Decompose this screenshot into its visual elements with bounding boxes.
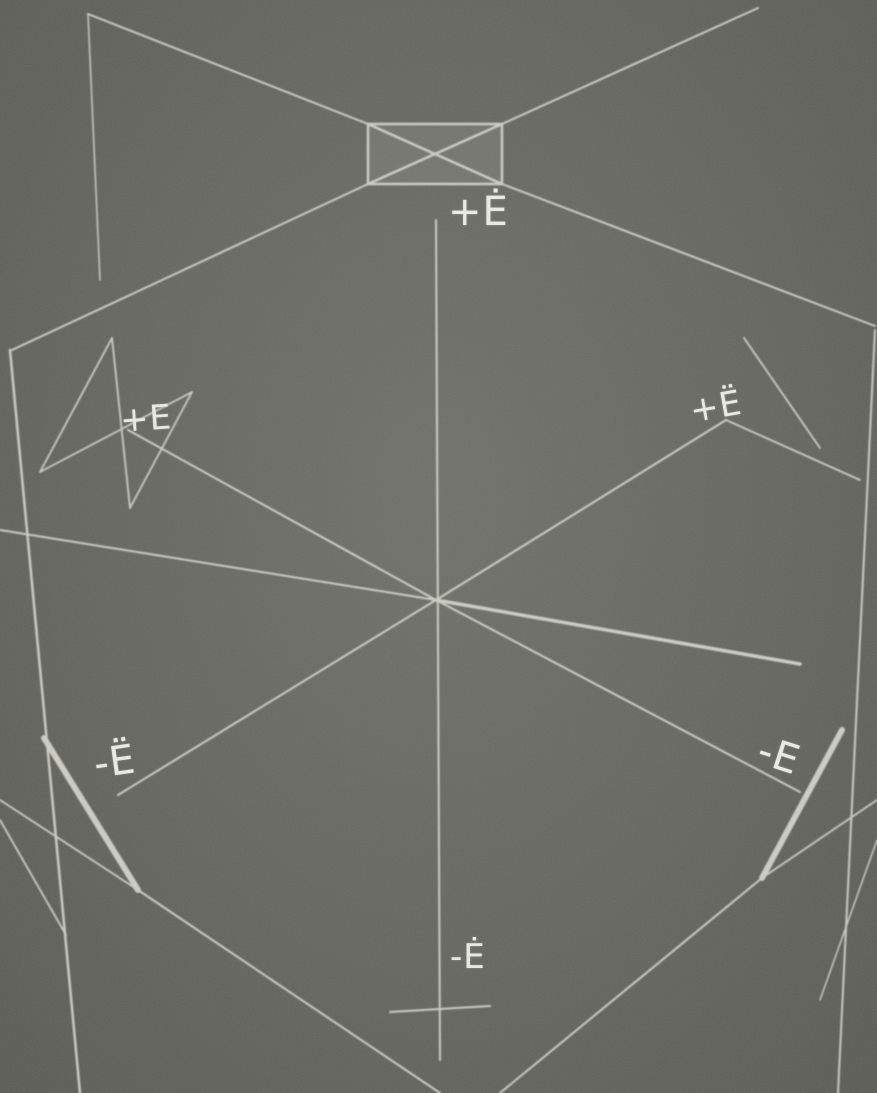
label-lower-left: -Ë: [91, 739, 138, 784]
label-bottom: -Ė: [450, 940, 486, 974]
label-upper-right: +Ë: [687, 386, 744, 429]
label-top: +Ė: [448, 192, 509, 232]
label-upper-left: +E: [119, 400, 173, 438]
